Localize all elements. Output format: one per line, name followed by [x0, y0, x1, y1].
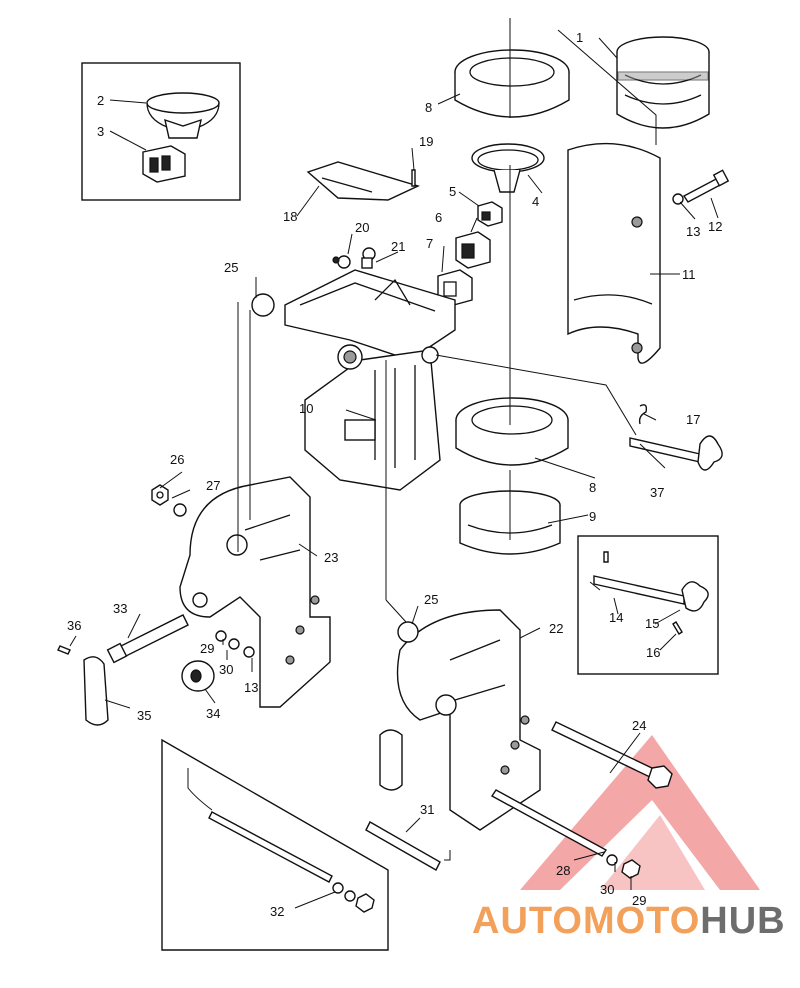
- inset-box-tie-rod: [161, 738, 389, 951]
- callout-25-lower: 25: [424, 592, 438, 607]
- washer-part-13-top: [672, 193, 684, 205]
- wing-part-15: [681, 581, 709, 612]
- callout-labels: 1 2 3 4 5 6 7 8 8 9 10 11 12 13 13 14 15…: [67, 30, 722, 919]
- callout-32: 32: [270, 904, 284, 919]
- callout-20: 20: [355, 220, 369, 235]
- watermark-text-part2: HUB: [700, 900, 786, 942]
- callout-29-right: 29: [632, 893, 646, 908]
- callout-11: 11: [682, 267, 696, 282]
- callout-8-lower: 8: [589, 480, 596, 495]
- callout-26: 26: [170, 452, 184, 467]
- callout-14: 14: [609, 610, 623, 625]
- inset-box-clamp-strap: [81, 62, 241, 201]
- callout-19: 19: [419, 134, 433, 149]
- clip-part-17: [638, 404, 648, 425]
- washer-part-13-left: [243, 646, 255, 658]
- callout-30-right: 30: [600, 882, 614, 897]
- rod-part-28: [490, 789, 608, 857]
- strap-part-2: [146, 92, 220, 139]
- pin-part-19: [411, 169, 416, 187]
- nipple-part-20: [332, 255, 351, 269]
- block-part-5: [477, 201, 503, 227]
- nut-part-26: [151, 484, 169, 506]
- nut-part-29-right: [621, 859, 641, 879]
- callout-36: 36: [67, 618, 81, 633]
- block-part-6: [455, 231, 491, 269]
- callout-10: 10: [299, 401, 313, 416]
- callout-37: 37: [650, 485, 664, 500]
- callout-9: 9: [589, 509, 596, 524]
- tie-rod-part-32: [208, 811, 333, 883]
- callout-3: 3: [97, 124, 104, 139]
- callout-35: 35: [137, 708, 151, 723]
- washer-part-32b: [344, 890, 356, 902]
- callout-1: 1: [576, 30, 583, 45]
- pin-part-16: [672, 621, 683, 635]
- bushing-part-8-lower: [455, 397, 569, 466]
- callout-16: 16: [646, 645, 660, 660]
- callout-6: 6: [435, 210, 442, 225]
- callout-15: 15: [645, 616, 659, 631]
- callout-13-left: 13: [244, 680, 258, 695]
- clamp-bracket-part-22: [379, 609, 541, 831]
- band-part-4: [471, 143, 545, 193]
- callout-7: 7: [426, 236, 433, 251]
- callout-21: 21: [391, 239, 405, 254]
- callout-12: 12: [708, 219, 722, 234]
- sleeve-part-11: [567, 142, 661, 364]
- handle-part-35: [83, 656, 109, 726]
- callout-33: 33: [113, 601, 127, 616]
- callout-2: 2: [97, 93, 104, 108]
- leader-lines: [69, 18, 719, 909]
- callout-25-top: 25: [224, 260, 238, 275]
- stud-part-24: [551, 721, 673, 789]
- screw-part-33: [106, 614, 189, 664]
- screw-part-14: [593, 575, 685, 605]
- callout-23: 23: [324, 550, 338, 565]
- pad-part-34: [181, 660, 215, 692]
- callout-4: 4: [532, 194, 539, 209]
- thumb-screw-part-37: [629, 435, 723, 471]
- inset-box-thumb-screw: [577, 535, 719, 675]
- washer-part-25-top: [251, 293, 275, 317]
- callout-13-top: 13: [686, 224, 700, 239]
- pad-part-3: [142, 145, 186, 183]
- callout-30-left: 30: [219, 662, 233, 677]
- rod-part-31: [365, 821, 441, 871]
- callout-29-left: 29: [200, 641, 214, 656]
- clamp-bracket-part-23: [179, 476, 331, 708]
- nut-part-32: [355, 893, 375, 913]
- callout-17: 17: [686, 412, 700, 427]
- callout-5: 5: [449, 184, 456, 199]
- swivel-bracket-part-10: [284, 269, 456, 491]
- screw-part-21: [361, 247, 376, 269]
- callout-22: 22: [549, 621, 563, 636]
- washer-part-30-left: [228, 638, 240, 650]
- watermark-text-part1: AUTOMOTO: [472, 900, 701, 942]
- clip-part-small-inset: [603, 551, 609, 563]
- bushing-part-1: [616, 36, 710, 129]
- washer-part-32a: [332, 882, 344, 894]
- callout-8-top: 8: [425, 100, 432, 115]
- callout-24: 24: [632, 718, 646, 733]
- callout-27: 27: [206, 478, 220, 493]
- pin-part-36: [57, 645, 71, 655]
- callout-34: 34: [206, 706, 220, 721]
- washer-part-29-left: [215, 630, 227, 642]
- watermark-logo: AUTOMOTOHUB: [472, 900, 786, 943]
- callout-31: 31: [420, 802, 434, 817]
- washer-part-27: [173, 503, 187, 517]
- callout-18: 18: [283, 209, 297, 224]
- washer-part-25-lower: [397, 621, 419, 643]
- bushing-part-8-top: [454, 49, 570, 118]
- bolt-part-12: [682, 169, 730, 203]
- cover-part-18: [306, 161, 420, 201]
- callout-28: 28: [556, 863, 570, 878]
